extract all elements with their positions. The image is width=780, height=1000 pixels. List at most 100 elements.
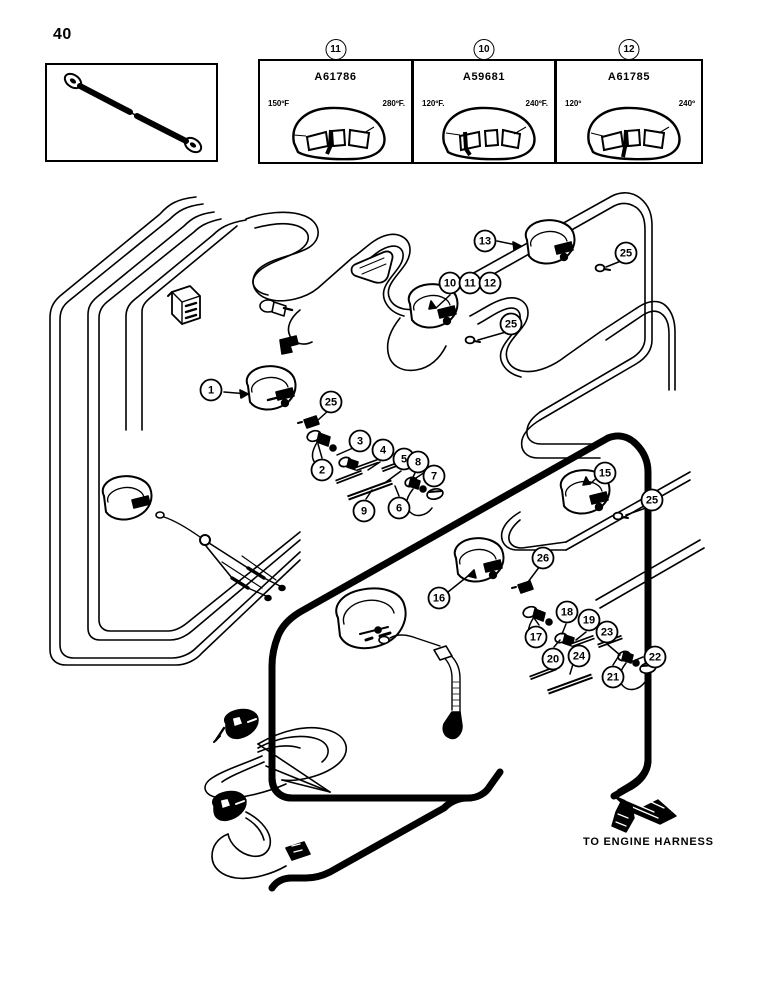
switch-part-lower — [212, 790, 247, 822]
gauge-temp-left-1: 150ºF — [268, 99, 290, 108]
callout-number: 2 — [319, 465, 325, 477]
callout-number: 11 — [464, 278, 476, 290]
inset-callout-bubble-12: 12 — [618, 39, 640, 60]
gauge-part-number-3: A61785 — [607, 71, 651, 83]
callout-number: 4 — [380, 445, 387, 457]
gauge-part-15 — [559, 469, 611, 515]
callout-bubble-17: 17 — [524, 625, 548, 649]
callout-bubble-5: 5 — [392, 447, 416, 471]
callout-bubble-2: 2 — [310, 458, 334, 482]
flexible-probe-cable — [378, 634, 463, 740]
callout-number: 17 — [530, 632, 542, 644]
callout-circle — [541, 647, 565, 671]
inset-callout-bubble-10: 10 — [473, 39, 495, 60]
gauge-part-16 — [453, 537, 505, 583]
callout-number: 3 — [357, 436, 363, 448]
terminal-eyelet-2 — [464, 335, 481, 345]
callout-bubble-18: 18 — [555, 600, 579, 624]
callout-bubble-22: 22 — [643, 645, 667, 669]
to-engine-harness-label: TO ENGINE HARNESS — [583, 836, 714, 848]
callout-bubble-13: 13 — [473, 229, 497, 253]
callout-circle — [319, 390, 343, 414]
callout-circle — [567, 644, 591, 668]
gauge-temp-left-2: 120ºF. — [422, 99, 445, 108]
callout-bubble-3: 3 — [348, 429, 372, 453]
callout-bubble-9: 9 — [352, 499, 376, 523]
callout-bubble-7: 7 — [422, 464, 446, 488]
callout-circle — [438, 271, 462, 295]
parts-cluster-17-to-24 — [522, 605, 657, 695]
gauge-detail-box-2: A59681 120ºF. 240ºF. 10 — [412, 39, 556, 164]
callout-bubble-25: 25 — [640, 488, 664, 512]
callout-circle — [392, 447, 416, 471]
callout-bubble-10: 10 — [438, 271, 462, 295]
terminal-eyelet-26 — [511, 580, 534, 594]
callout-bubble-8: 8 — [406, 450, 430, 474]
callout-number: 23 — [601, 627, 613, 639]
callout-number: 22 — [649, 652, 661, 664]
parts-cluster-2-to-9 — [306, 429, 444, 517]
gauge-part-1 — [245, 365, 297, 411]
terminal-eyelet-4 — [612, 511, 629, 521]
callout-number: 8 — [415, 457, 421, 469]
clip-part — [279, 335, 299, 355]
callout-bubble-6: 6 — [387, 496, 411, 520]
callout-bubble-20: 20 — [541, 647, 565, 671]
callout-circle — [478, 271, 502, 295]
callout-number: 10 — [444, 278, 456, 290]
inset-callout-bubble-11: 11 — [325, 39, 346, 60]
callout-circle — [555, 600, 579, 624]
gauge-face-drawing-2 — [442, 106, 536, 161]
connector-bottom-left — [285, 841, 311, 861]
callout-bubble-26: 26 — [531, 546, 555, 570]
callout-circle — [595, 620, 619, 644]
callout-number: 18 — [561, 607, 573, 619]
gauge-temp-right-2: 240ºF. — [525, 99, 549, 108]
callout-circle — [387, 496, 411, 520]
callout-number: 13 — [479, 236, 491, 248]
callout-bubble-15: 15 — [593, 461, 617, 485]
callout-number: 15 — [599, 468, 611, 480]
gauge-part-number-1: A61786 — [314, 71, 357, 83]
callout-number: 5 — [401, 454, 407, 466]
callout-number: 12 — [484, 278, 496, 290]
callout-number: 16 — [433, 593, 445, 605]
gauge-detail-box-3: A61785 120º 240º 12 — [555, 39, 703, 164]
callout-circle — [577, 608, 601, 632]
callout-circle — [458, 271, 482, 295]
callout-circle — [199, 378, 223, 402]
callout-number: 7 — [431, 471, 437, 483]
callout-circle — [531, 546, 555, 570]
callout-circle — [593, 461, 617, 485]
gauge-detail-box-1: A61786 150ºF 280ºF. 11 — [258, 39, 413, 164]
callout-circle — [352, 499, 376, 523]
gauge-part-13 — [524, 219, 576, 265]
callout-bubble-25: 25 — [319, 390, 343, 414]
callout-number: 26 — [537, 553, 549, 565]
callout-circle — [422, 464, 446, 488]
callout-bubble-4: 4 — [371, 438, 395, 462]
callout-circle — [499, 312, 523, 336]
callout-circle — [524, 625, 548, 649]
callout-number: 1 — [208, 385, 214, 397]
sleeve-part — [350, 250, 394, 284]
gauge-temp-right-1: 280ºF. — [382, 99, 406, 108]
ground-strap-drawing — [63, 72, 203, 154]
callout-circle — [473, 229, 497, 253]
gauge-part-left — [101, 475, 153, 521]
callout-number: 19 — [583, 615, 595, 627]
callout-bubble-24: 24 — [567, 644, 591, 668]
instrument-cluster-part — [335, 587, 407, 650]
callout-circle — [643, 645, 667, 669]
callout-bubble-23: 23 — [595, 620, 619, 644]
callout-bubble-21: 21 — [601, 665, 625, 689]
callout-circle — [406, 450, 430, 474]
callout-bubble-1: 1 — [199, 378, 223, 402]
switch-part-upper — [213, 708, 259, 743]
relay-block-part — [167, 285, 201, 325]
callout-bubble-11: 11 — [458, 271, 482, 295]
callout-bubble-25: 25 — [499, 312, 523, 336]
callout-number: 9 — [361, 506, 367, 518]
callout-circle — [601, 665, 625, 689]
